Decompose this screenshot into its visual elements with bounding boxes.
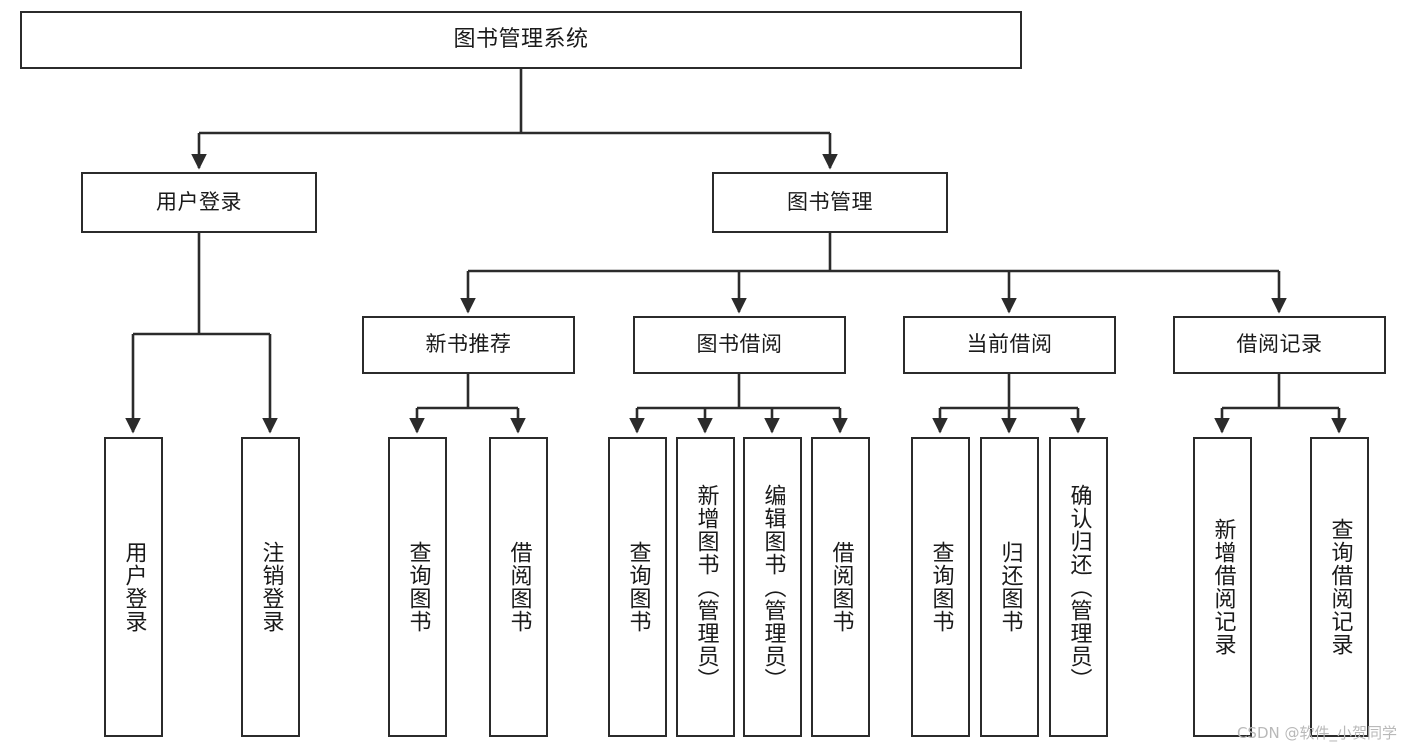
node-leaf-add-book[interactable]: 新增图书（管理员） <box>676 437 735 737</box>
node-current-borrow[interactable]: 当前借阅 <box>903 316 1116 374</box>
node-leaf-return-book[interactable]: 归还图书 <box>980 437 1039 737</box>
node-leaf-confirm-return-label: 确认归还（管理员） <box>1066 483 1092 691</box>
node-book-borrow-label: 图书借阅 <box>696 332 783 357</box>
node-leaf-add-book-label: 新增图书（管理员） <box>693 483 719 691</box>
node-leaf-user-logout[interactable]: 注销登录 <box>241 437 300 737</box>
node-leaf-confirm-return[interactable]: 确认归还（管理员） <box>1049 437 1108 737</box>
node-new-book-recommend-label: 新书推荐 <box>425 332 512 357</box>
node-leaf-user-login[interactable]: 用户登录 <box>104 437 163 737</box>
node-book-borrow[interactable]: 图书借阅 <box>633 316 846 374</box>
node-leaf-add-record[interactable]: 新增借阅记录 <box>1193 437 1252 737</box>
node-leaf-borrow-book-2[interactable]: 借阅图书 <box>811 437 870 737</box>
node-leaf-query-record[interactable]: 查询借阅记录 <box>1310 437 1369 737</box>
node-borrow-record-label: 借阅记录 <box>1236 332 1323 357</box>
node-borrow-record[interactable]: 借阅记录 <box>1173 316 1386 374</box>
node-book-manage[interactable]: 图书管理 <box>712 172 948 233</box>
node-leaf-query-book-2[interactable]: 查询图书 <box>608 437 667 737</box>
node-root-label: 图书管理系统 <box>453 26 589 52</box>
node-leaf-query-record-label: 查询借阅记录 <box>1327 518 1353 656</box>
node-leaf-borrow-book-2-label: 借阅图书 <box>828 541 854 633</box>
node-book-manage-label: 图书管理 <box>787 189 873 214</box>
node-leaf-user-logout-label: 注销登录 <box>258 541 284 633</box>
node-leaf-query-book-2-label: 查询图书 <box>625 541 651 633</box>
node-leaf-return-book-label: 归还图书 <box>997 541 1023 633</box>
node-leaf-query-book-3[interactable]: 查询图书 <box>911 437 970 737</box>
node-leaf-edit-book[interactable]: 编辑图书（管理员） <box>743 437 802 737</box>
node-leaf-add-record-label: 新增借阅记录 <box>1210 518 1236 656</box>
watermark: CSDN @软件_小贺同学 <box>1236 724 1397 742</box>
node-root[interactable]: 图书管理系统 <box>20 11 1022 69</box>
node-leaf-query-book-1[interactable]: 查询图书 <box>388 437 447 737</box>
node-new-book-recommend[interactable]: 新书推荐 <box>362 316 575 374</box>
node-leaf-borrow-book-1-label: 借阅图书 <box>506 541 532 633</box>
node-current-borrow-label: 当前借阅 <box>966 332 1053 357</box>
node-user-login[interactable]: 用户登录 <box>81 172 317 233</box>
node-leaf-query-book-3-label: 查询图书 <box>928 541 954 633</box>
node-leaf-user-login-label: 用户登录 <box>121 541 147 633</box>
node-leaf-query-book-1-label: 查询图书 <box>405 541 431 633</box>
node-user-login-label: 用户登录 <box>156 189 242 214</box>
node-leaf-borrow-book-1[interactable]: 借阅图书 <box>489 437 548 737</box>
node-leaf-edit-book-label: 编辑图书（管理员） <box>760 483 786 691</box>
